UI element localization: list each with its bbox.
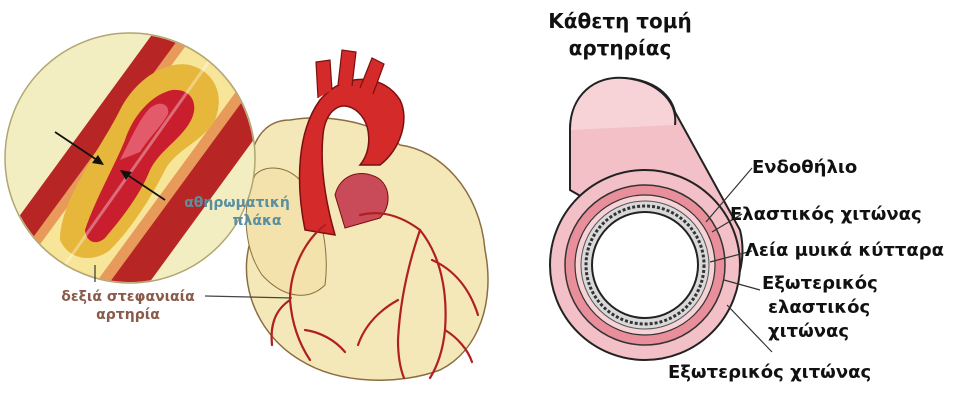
artery-label-line-1: δεξιά στεφανιαία	[48, 288, 208, 306]
artery-cross-section	[539, 0, 969, 398]
tube-top-ellipse	[570, 78, 675, 130]
artery-label-line-2: αρτηρία	[48, 306, 208, 324]
lumen	[592, 212, 698, 318]
outer-elastic-line-3: χιτώνας	[762, 320, 878, 344]
artery-label: δεξιά στεφανιαία αρτηρία	[48, 288, 208, 324]
plaque-label-line-1: αθηρωματική	[162, 194, 312, 212]
label-endothelium: Ενδοθήλιο	[752, 157, 857, 178]
label-smooth-muscle: Λεία μυικά κύτταρα	[745, 240, 944, 261]
label-outer: Εξωτερικός χιτώνας	[668, 362, 871, 383]
plaque-label-line-2: πλάκα	[162, 212, 312, 230]
outer-elastic-line-1: Εξωτερικός	[762, 272, 878, 296]
label-elastic: Ελαστικός χιτώνας	[730, 204, 922, 225]
label-outer-elastic: Εξωτερικός ελαστικός χιτώνας	[762, 272, 878, 344]
outer-elastic-line-2: ελαστικός	[762, 296, 878, 320]
plaque-label: αθηρωματική πλάκα	[162, 194, 312, 230]
